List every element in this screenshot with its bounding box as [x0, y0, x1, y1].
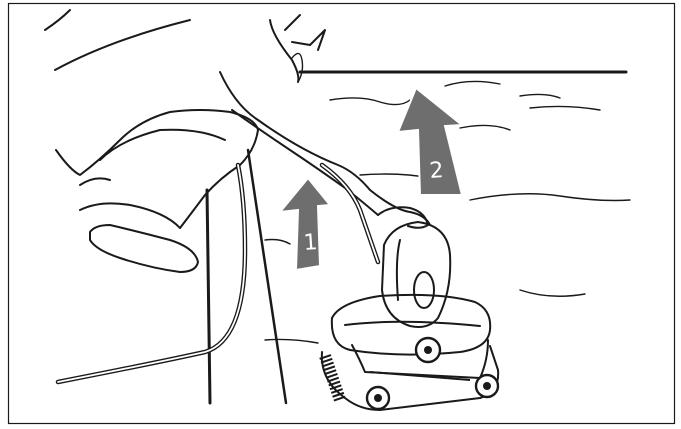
robot-wheels	[365, 336, 500, 411]
figure-frame	[7, 2, 676, 425]
pool-robot	[319, 221, 500, 411]
step-1-arrow: 1	[277, 176, 332, 272]
pool-edge	[205, 70, 628, 405]
step-2-label: 2	[429, 158, 445, 184]
water-ripples	[264, 80, 631, 344]
person	[44, 9, 431, 273]
step-2-arrow: 2	[396, 86, 465, 196]
power-cable	[55, 162, 381, 385]
step-1-label: 1	[303, 230, 319, 256]
